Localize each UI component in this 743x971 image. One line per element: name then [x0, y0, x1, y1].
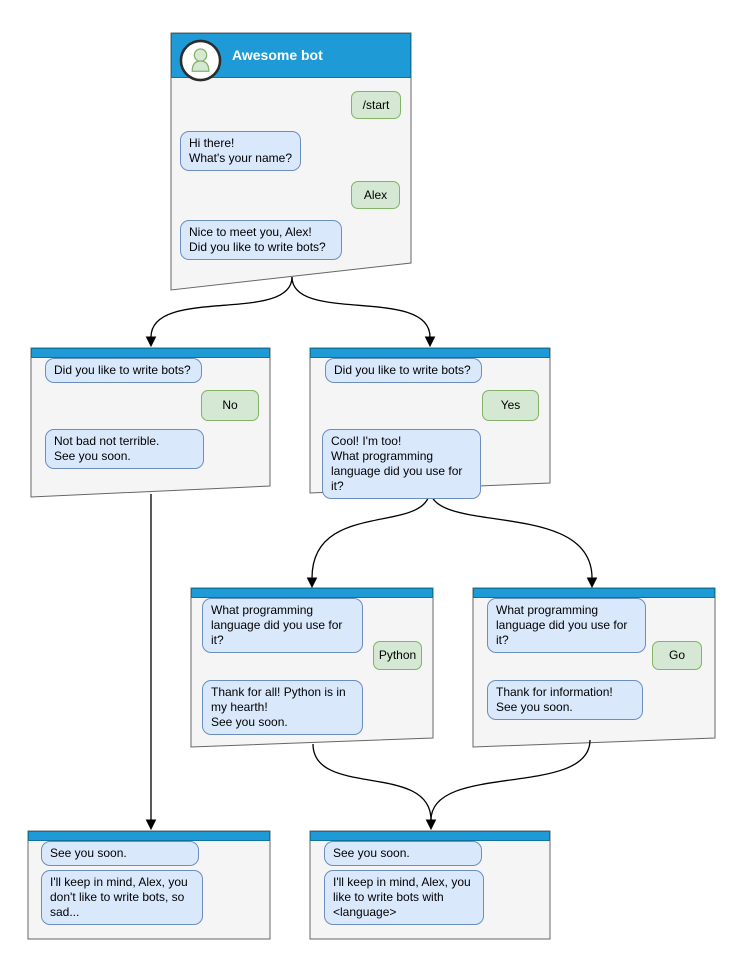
bot-message-bubble: See you soon.	[41, 841, 199, 866]
chat-window-end-no: See you soon. I'll keep in mind, Alex, y…	[28, 831, 270, 939]
arrowhead-yes	[424, 336, 436, 348]
window-header-bar	[310, 348, 550, 358]
bot-message-bubble: Did you like to write bots?	[325, 358, 482, 383]
bot-avatar-icon	[179, 39, 222, 82]
chat-window-end-yes: See you soon. I'll keep in mind, Alex, y…	[310, 831, 550, 939]
connector-yes-to-python	[311, 488, 431, 579]
bot-message-bubble: Cool! I'm too! What programming language…	[322, 429, 481, 499]
connector-yes-to-go	[429, 488, 593, 579]
arrowhead-python	[306, 577, 318, 589]
chat-window-branch-go: What programming language did you use fo…	[473, 588, 715, 747]
user-message-bubble: Alex	[351, 181, 400, 209]
bot-message-bubble: What programming language did you use fo…	[202, 598, 363, 653]
user-message-bubble: /start	[351, 91, 401, 119]
window-title: Awesome bot	[232, 47, 323, 63]
user-message-bubble: Go	[652, 641, 702, 670]
window-header-bar	[473, 588, 715, 598]
bot-message-bubble: What programming language did you use fo…	[487, 598, 646, 653]
bot-message-bubble: Thank for information! See you soon.	[487, 680, 643, 720]
window-header-bar	[28, 831, 270, 841]
bot-message-bubble: Hi there! What's your name?	[180, 131, 301, 171]
bot-message-bubble: Did you like to write bots?	[45, 358, 202, 383]
window-header-bar	[191, 588, 433, 598]
connector-python-to-end-yes	[312, 743, 432, 821]
connector-root-to-no	[150, 276, 293, 338]
window-header-bar	[310, 831, 550, 841]
chat-window-root: Awesome bot /start Hi there! What's your…	[171, 33, 411, 290]
arrowhead-end-no	[145, 819, 157, 831]
window-header-bar	[31, 348, 270, 358]
chat-window-branch-no: Did you like to write bots? No Not bad n…	[31, 348, 270, 497]
arrowhead-go	[586, 577, 598, 589]
user-message-bubble: Yes	[482, 390, 539, 421]
user-message-bubble: No	[201, 390, 259, 421]
bot-message-bubble: Nice to meet you, Alex! Did you like to …	[180, 220, 342, 260]
bot-message-bubble: Not bad not terrible. See you soon.	[45, 429, 204, 469]
arrowhead-no	[145, 336, 157, 348]
bot-message-bubble: See you soon.	[324, 841, 482, 866]
bot-message-bubble: I'll keep in mind, Alex, you don't like …	[41, 870, 203, 925]
user-message-bubble: Python	[373, 641, 422, 670]
connector-go-to-end-yes	[430, 739, 591, 821]
arrowhead-end-yes	[425, 819, 437, 831]
chat-window-branch-yes: Did you like to write bots? Yes Cool! I'…	[310, 348, 550, 499]
bot-message-bubble: Thank for all! Python is in my hearth! S…	[202, 680, 363, 735]
connector-root-to-yes	[291, 276, 431, 338]
bot-message-bubble: I'll keep in mind, Alex, you like to wri…	[324, 870, 484, 925]
chat-window-branch-python: What programming language did you use fo…	[191, 588, 433, 747]
